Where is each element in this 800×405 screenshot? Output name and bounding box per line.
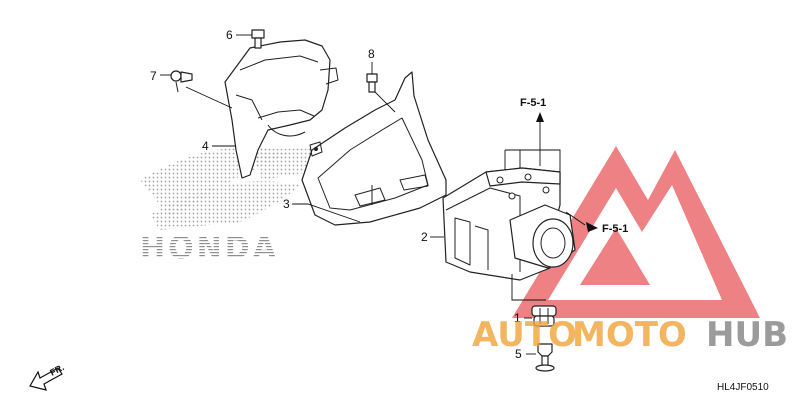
- arrow-up-icon: [536, 112, 544, 122]
- honda-wordmark: HONDA: [140, 231, 279, 266]
- callout-6: 6: [226, 28, 233, 42]
- watermark-text: AUTO MOTO HUB: [472, 315, 788, 355]
- callout-7: 7: [150, 69, 157, 83]
- front-arrow-icon: [29, 367, 63, 391]
- diagram-code: HL4JF0510: [717, 382, 769, 393]
- ref-label-top: F-5-1: [520, 97, 546, 109]
- part-1-grommet[interactable]: [531, 305, 557, 327]
- leader-lines: [160, 34, 586, 355]
- callout-1: 1: [514, 311, 521, 325]
- callout-2: 2: [421, 230, 428, 244]
- callout-5: 5: [515, 347, 522, 361]
- watermark-moto: MOTO: [572, 315, 687, 355]
- part-6-bolt[interactable]: [251, 29, 265, 49]
- part-5-bolt[interactable]: [535, 343, 555, 372]
- front-label: FR.: [48, 362, 65, 378]
- ref-label-right: F-5-1: [602, 223, 628, 235]
- part-2-abs-modulator[interactable]: [442, 167, 576, 281]
- watermark-hub: HUB: [706, 315, 788, 355]
- watermark-triangle: [512, 146, 760, 318]
- part-8-bolt[interactable]: [366, 73, 378, 93]
- arrow-right-icon: [586, 222, 598, 232]
- watermark-auto: AUTO: [472, 315, 577, 355]
- callout-3: 3: [283, 197, 290, 211]
- honda-wing-logo: [140, 147, 320, 230]
- part-4-cover[interactable]: [224, 39, 339, 179]
- part-7-clip[interactable]: [170, 70, 193, 93]
- callout-4: 4: [202, 139, 209, 153]
- reference-arrows: [536, 112, 598, 232]
- callout-8: 8: [368, 47, 375, 61]
- part-3-bracket[interactable]: [301, 71, 447, 226]
- front-direction-indicator: FR.: [29, 362, 66, 391]
